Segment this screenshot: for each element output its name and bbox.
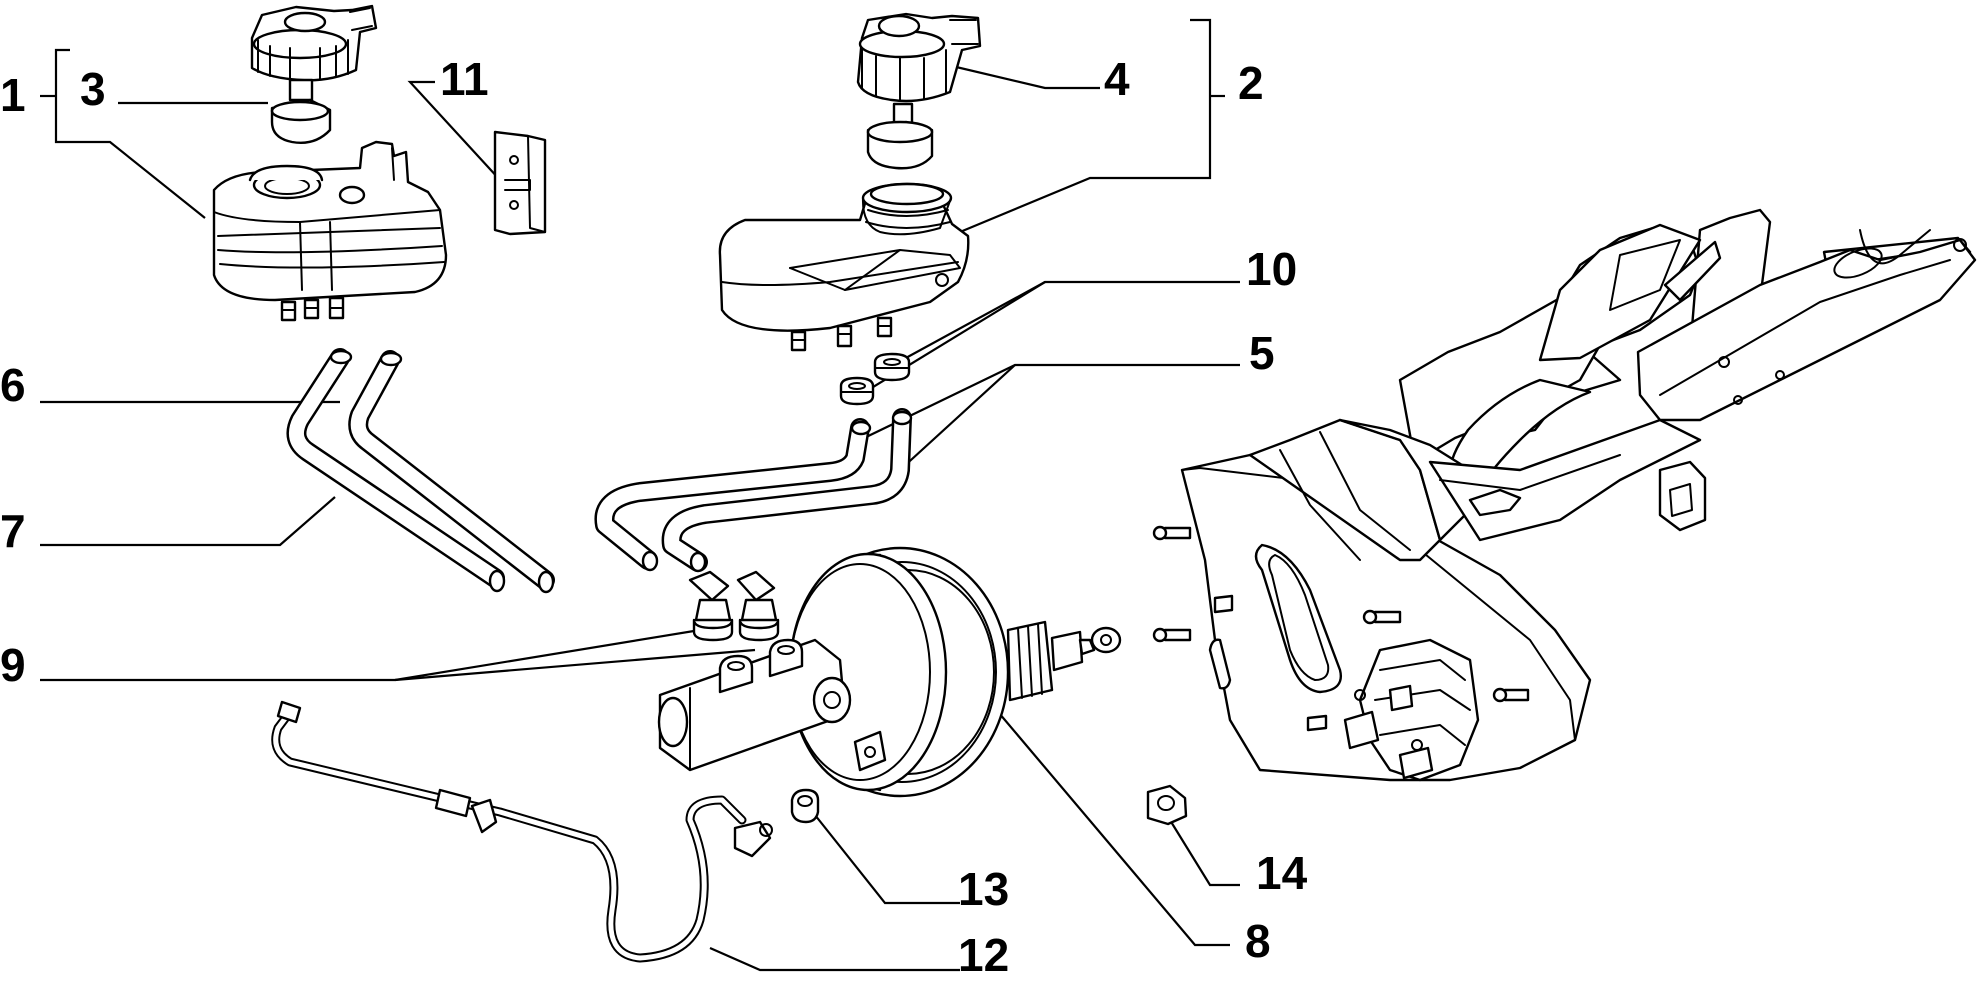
left-hoses xyxy=(286,348,555,594)
callout-14: 14 xyxy=(1256,847,1308,899)
callout-12: 12 xyxy=(958,929,1010,981)
brake-pipe xyxy=(271,700,773,963)
callout-1: 1 xyxy=(0,69,26,121)
callout-8: 8 xyxy=(1245,915,1271,967)
callout-6: 6 xyxy=(0,359,26,411)
callout-9: 9 xyxy=(0,639,26,691)
callout-13: 13 xyxy=(958,863,1010,915)
mounting-bracket xyxy=(1152,208,1977,782)
left-reservoir xyxy=(212,140,448,322)
callout-4: 4 xyxy=(1104,53,1130,105)
callout-2: 2 xyxy=(1238,57,1264,109)
right-reservoir xyxy=(718,182,970,352)
right-reservoir-cap xyxy=(856,12,982,170)
brake-booster xyxy=(657,546,1122,798)
left-reservoir-cap xyxy=(250,4,378,144)
nut-14 xyxy=(1146,784,1188,826)
callout-11: 11 xyxy=(440,53,489,105)
leader-lines xyxy=(40,18,1240,972)
grommets xyxy=(839,352,911,406)
callout-10: 10 xyxy=(1246,243,1298,295)
fittings xyxy=(688,570,780,642)
callout-7: 7 xyxy=(0,505,26,557)
callout-5: 5 xyxy=(1249,327,1275,379)
callout-3: 3 xyxy=(80,63,106,115)
right-hoses xyxy=(594,408,913,573)
nut-13 xyxy=(790,788,820,824)
clip xyxy=(493,130,547,236)
